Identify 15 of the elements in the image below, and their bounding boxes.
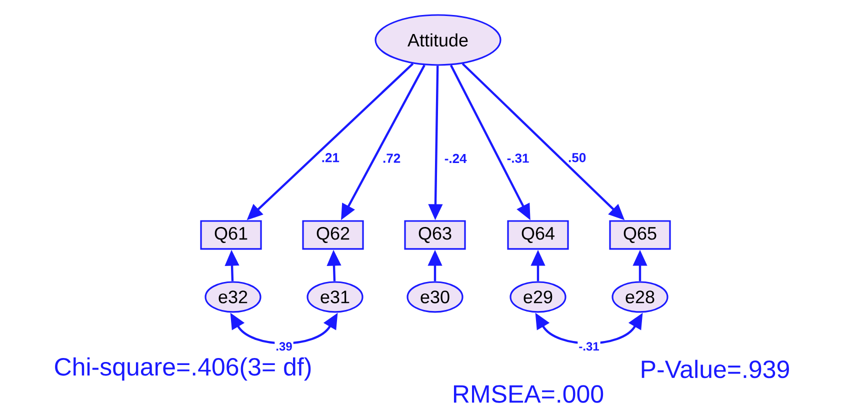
edge-label: -.31 [506, 152, 530, 164]
fit-statistic: Chi-square=.406(3= df) [55, 357, 311, 381]
fit-statistic: RMSEA=.000 [454, 385, 604, 403]
fit-statistic: P-Value=.939 [642, 360, 789, 378]
observed-variable-box: Q63 [404, 220, 466, 250]
observed-variable-box: Q64 [507, 220, 569, 250]
edge-label: .21 [320, 152, 340, 164]
observed-variable-box: Q61 [200, 220, 262, 250]
edge-label: .39 [274, 341, 294, 352]
observed-variable-box: Q65 [609, 220, 671, 250]
edge-label: .50 [567, 152, 588, 164]
edge-label: .72 [382, 152, 402, 164]
edge-label: -.24 [443, 152, 468, 164]
observed-variable-box: Q62 [302, 220, 364, 250]
edge-label: -.31 [578, 341, 600, 352]
